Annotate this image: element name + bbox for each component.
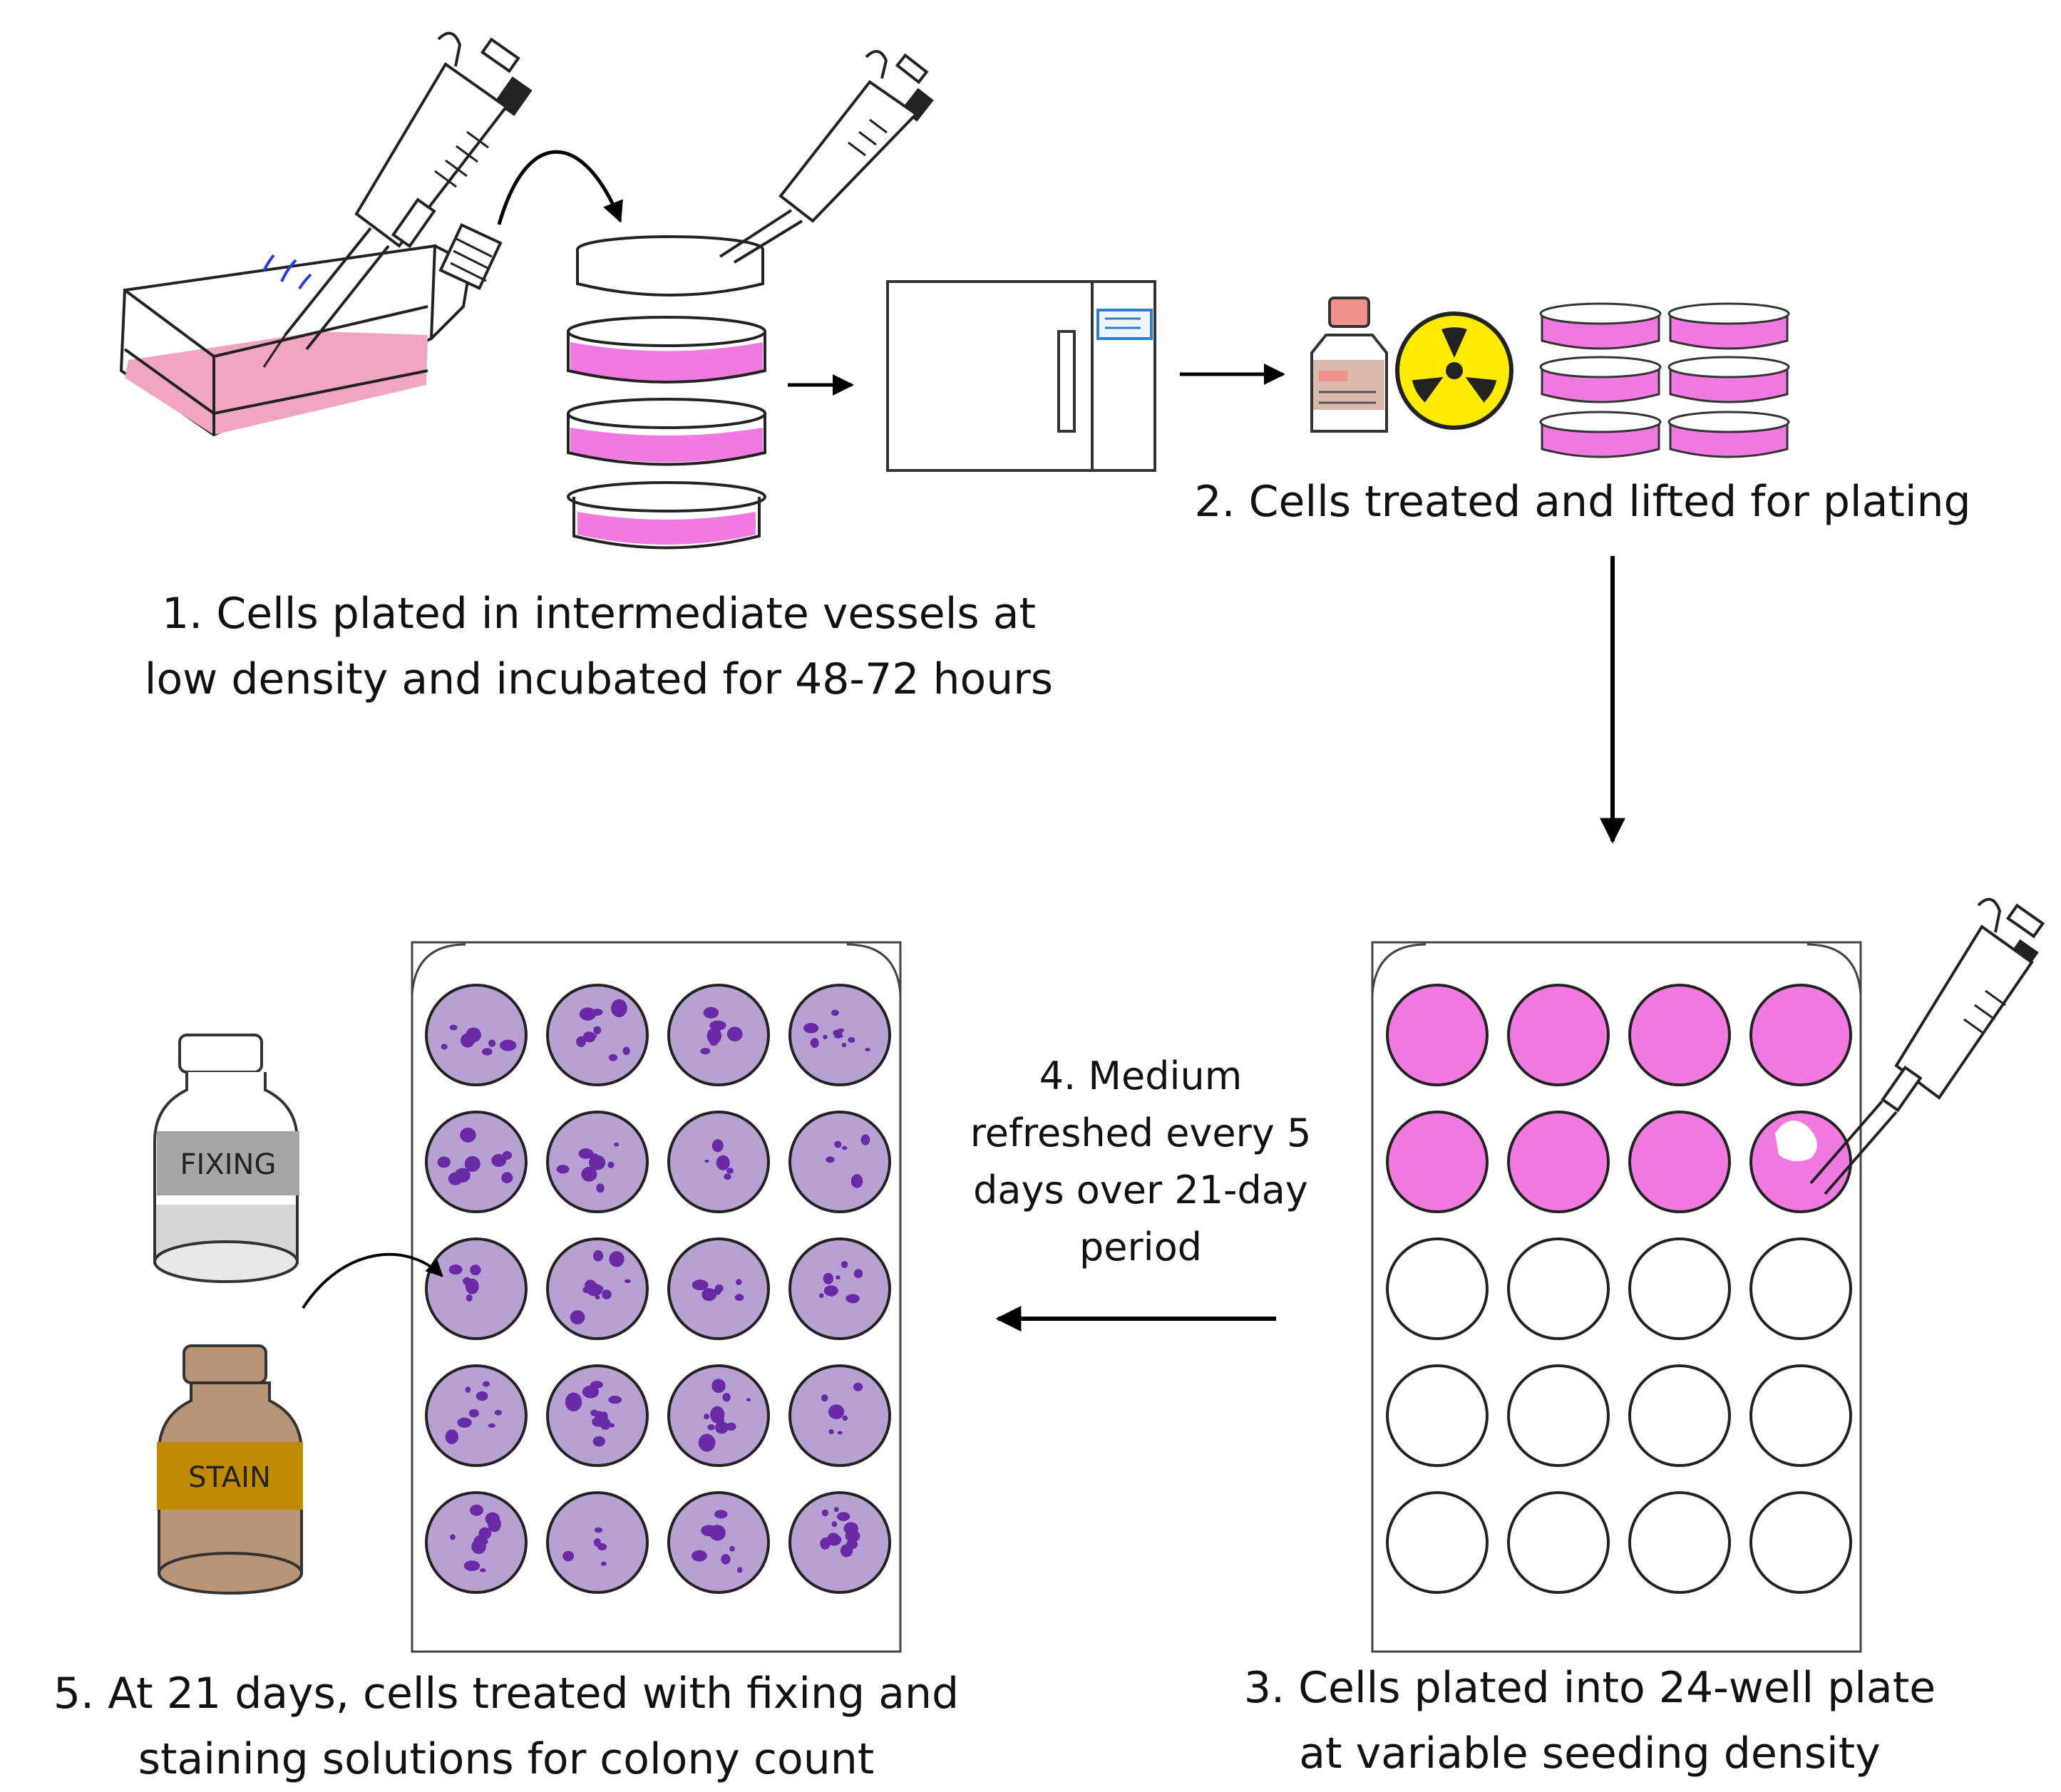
fixing-label: FIXING	[180, 1148, 277, 1181]
seed-well-12	[1749, 1237, 1852, 1340]
step5-line1: 5. At 21 days, cells treated with fixing…	[53, 1669, 960, 1719]
pipette-splash	[1775, 1121, 1817, 1161]
stained-well-11	[667, 1237, 770, 1340]
pipette-plate-icon	[1809, 897, 2045, 1195]
pipette-small-icon	[719, 50, 934, 264]
seed-well-6	[1507, 1111, 1610, 1213]
treated-dish-3	[1539, 356, 1662, 403]
step1-caption: 1. Cells plated in intermediate vessels …	[107, 581, 1091, 712]
treated-dish-2	[1667, 302, 1790, 350]
step5-line2: staining solutions for colony count	[138, 1734, 875, 1784]
seeding-plate	[1371, 941, 1862, 1653]
step3-line1: 3. Cells plated into 24-well plate	[1243, 1663, 1936, 1713]
stained-well-18	[546, 1491, 649, 1594]
stained-well-1	[425, 984, 528, 1086]
stain-transfer-arrow	[302, 1252, 443, 1309]
drug-bottle-icon	[1310, 297, 1388, 433]
stained-well-6	[546, 1111, 649, 1213]
step3-caption: 3. Cells plated into 24-well plate at va…	[1176, 1655, 2003, 1786]
step4-line2: refreshed every 5	[970, 1111, 1312, 1155]
step1-line2: low density and incubated for 48-72 hour…	[144, 654, 1054, 704]
seed-well-7	[1628, 1111, 1731, 1213]
stained-well-12	[788, 1237, 891, 1340]
stain-label: STAIN	[188, 1461, 271, 1494]
treated-dish-4	[1667, 356, 1790, 403]
stained-well-16	[788, 1364, 891, 1467]
seed-well-18	[1507, 1491, 1610, 1594]
seed-well-4	[1749, 984, 1852, 1086]
dish-stack-icon	[567, 235, 766, 550]
stained-well-20	[788, 1491, 891, 1594]
stained-well-4	[788, 984, 891, 1086]
stained-well-7	[667, 1111, 770, 1213]
culture-flask-icon	[119, 222, 503, 437]
seed-well-17	[1386, 1491, 1489, 1594]
stained-well-3	[667, 984, 770, 1086]
stained-well-13	[425, 1364, 528, 1467]
stained-well-5	[425, 1111, 528, 1213]
stained-plate	[411, 941, 902, 1653]
seed-well-3	[1628, 984, 1731, 1086]
step4-line1: 4. Medium	[1039, 1054, 1243, 1098]
seed-well-14	[1507, 1364, 1610, 1467]
step4-caption: 4. Medium refreshed every 5 days over 21…	[927, 1048, 1355, 1276]
seed-well-11	[1628, 1237, 1731, 1340]
stained-well-14	[546, 1364, 649, 1467]
treated-dish-5	[1539, 411, 1662, 458]
step1-line1: 1. Cells plated in intermediate vessels …	[162, 589, 1036, 639]
seed-well-16	[1749, 1364, 1852, 1467]
fixing-label-box	[157, 1131, 299, 1195]
step5-caption: 5. At 21 days, cells treated with fixing…	[29, 1661, 984, 1792]
stained-well-9	[425, 1237, 528, 1340]
stained-well-10	[546, 1237, 649, 1340]
transfer-arrow-curved	[497, 150, 623, 225]
seed-well-20	[1749, 1491, 1852, 1594]
pipette-icon	[262, 31, 533, 368]
seed-well-19	[1628, 1491, 1731, 1594]
seed-well-1	[1386, 984, 1489, 1086]
seed-well-10	[1507, 1237, 1610, 1340]
seed-well-2	[1507, 984, 1610, 1086]
seed-well-5	[1386, 1111, 1489, 1213]
stained-well-8	[788, 1111, 891, 1213]
step2-line1: 2. Cells treated and lifted for plating	[1194, 477, 1971, 527]
treated-dish-1	[1539, 302, 1662, 350]
incubator-icon	[886, 280, 1156, 472]
step4-line3: days over 21-day	[973, 1168, 1308, 1212]
stained-well-15	[667, 1364, 770, 1467]
radiation-icon	[1395, 311, 1513, 430]
stained-well-19	[667, 1491, 770, 1594]
stained-well-2	[546, 984, 649, 1086]
stain-label-box	[157, 1442, 303, 1510]
stained-well-17	[425, 1491, 528, 1594]
step2-caption: 2. Cells treated and lifted for plating	[1155, 469, 2010, 535]
seed-well-15	[1628, 1364, 1731, 1467]
step4-line4: period	[1079, 1225, 1203, 1270]
seed-well-9	[1386, 1237, 1489, 1340]
treated-dishes	[1539, 302, 1790, 458]
step3-line2: at variable seeding density	[1299, 1729, 1881, 1778]
treated-dish-6	[1667, 411, 1790, 458]
seed-well-13	[1386, 1364, 1489, 1467]
